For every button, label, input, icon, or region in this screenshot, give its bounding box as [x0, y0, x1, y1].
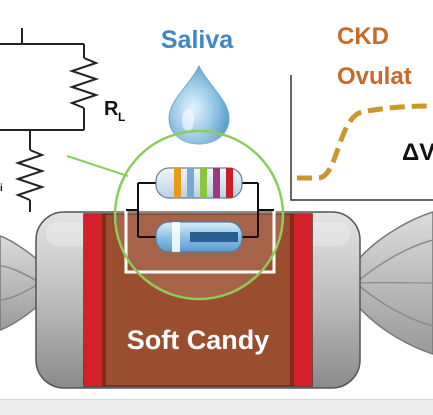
response-graph: [290, 75, 433, 201]
callout-connector: [66, 155, 129, 177]
resistor-network: [126, 182, 274, 238]
ovulation-label: Ovulat: [337, 63, 412, 90]
sensor-resistor-zigzag: [14, 149, 46, 201]
left-red-stripe: [84, 214, 102, 386]
saliva-label: Saliva: [161, 26, 234, 54]
right-red-stripe: [294, 214, 312, 386]
load-resistor-zigzag: [68, 57, 100, 109]
banded-resistor: [155, 167, 243, 199]
soft-candy-label: Soft Candy: [127, 325, 270, 355]
left-wrapper-wing: [0, 235, 41, 331]
resistor-label: R: [104, 98, 119, 120]
ckd-label: CKD: [337, 23, 389, 50]
svg-text:i: i: [0, 183, 3, 194]
circuit-schematic: [0, 28, 100, 212]
candy-sensor-resistor: [155, 221, 243, 253]
voltage-response-curve: [297, 103, 433, 181]
bottom-strip: [0, 399, 433, 415]
delta-v-label: ΔV: [402, 139, 433, 166]
resistor-subscript: L: [118, 110, 125, 124]
sensor-callout-circle: [113, 129, 285, 301]
right-wrapper-wing: [355, 211, 433, 355]
